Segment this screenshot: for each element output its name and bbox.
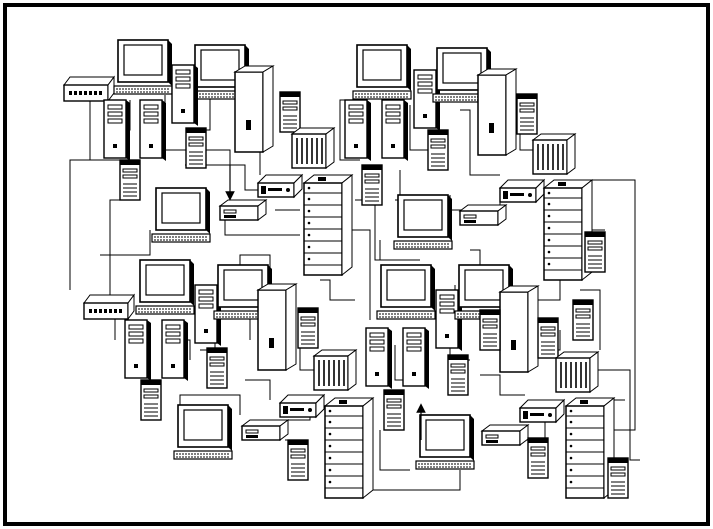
workstation-tower xyxy=(172,65,198,126)
workstation-tower xyxy=(162,320,188,381)
rack-switch xyxy=(533,134,575,174)
desktop-computer xyxy=(220,200,266,220)
crt-monitor-workstation xyxy=(114,40,172,94)
crt-monitor-workstation xyxy=(377,265,435,319)
equipment-rack xyxy=(304,175,352,275)
mini-tower-server xyxy=(528,438,548,478)
mini-tower-server xyxy=(517,94,537,134)
network-hub xyxy=(258,175,302,197)
mini-tower-server xyxy=(573,300,593,340)
mini-tower-server xyxy=(585,232,605,272)
mini-tower-server xyxy=(384,390,404,430)
server-cabinet xyxy=(500,286,538,372)
mini-tower-server xyxy=(538,318,558,358)
workstation-tower xyxy=(125,320,151,381)
mini-tower-server xyxy=(298,308,318,348)
modem-device xyxy=(84,295,134,319)
mini-tower-server xyxy=(448,355,468,395)
server-cabinet xyxy=(258,284,296,370)
mini-tower-server xyxy=(362,165,382,205)
workstation-tower xyxy=(366,328,392,389)
mini-tower-server xyxy=(288,440,308,480)
mini-tower-server xyxy=(120,160,140,200)
desktop-computer xyxy=(460,205,506,225)
crt-monitor-workstation xyxy=(136,260,194,314)
network-hub xyxy=(520,400,564,422)
mini-tower-server xyxy=(207,348,227,388)
crt-monitor-workstation xyxy=(353,45,411,99)
crt-monitor-workstation xyxy=(152,188,210,242)
server-cabinet xyxy=(235,66,273,152)
modem-device xyxy=(64,77,114,101)
workstation-tower xyxy=(382,100,408,161)
mini-tower-server xyxy=(186,128,206,168)
workstation-tower xyxy=(403,328,429,389)
network-hub xyxy=(280,395,324,417)
mini-tower-server xyxy=(141,380,161,420)
rack-switch xyxy=(556,352,598,392)
desktop-computer xyxy=(482,425,528,445)
network-hub xyxy=(500,180,544,202)
equipment-rack xyxy=(325,398,373,498)
mini-tower-server xyxy=(608,458,628,498)
crt-monitor-workstation xyxy=(394,195,452,249)
crt-monitor-workstation xyxy=(416,415,474,469)
workstation-tower xyxy=(436,290,462,351)
mini-tower-server xyxy=(428,130,448,170)
mini-tower-server xyxy=(280,92,300,132)
server-cabinet xyxy=(478,69,516,155)
workstation-tower xyxy=(104,100,130,161)
equipment-rack xyxy=(566,398,614,498)
mini-tower-server xyxy=(480,310,500,350)
desktop-computer xyxy=(242,420,288,440)
workstation-tower xyxy=(140,100,166,161)
rack-switch xyxy=(292,128,334,168)
rack-switch xyxy=(314,350,356,390)
crt-monitor-workstation xyxy=(174,405,232,459)
workstation-tower xyxy=(345,100,371,161)
